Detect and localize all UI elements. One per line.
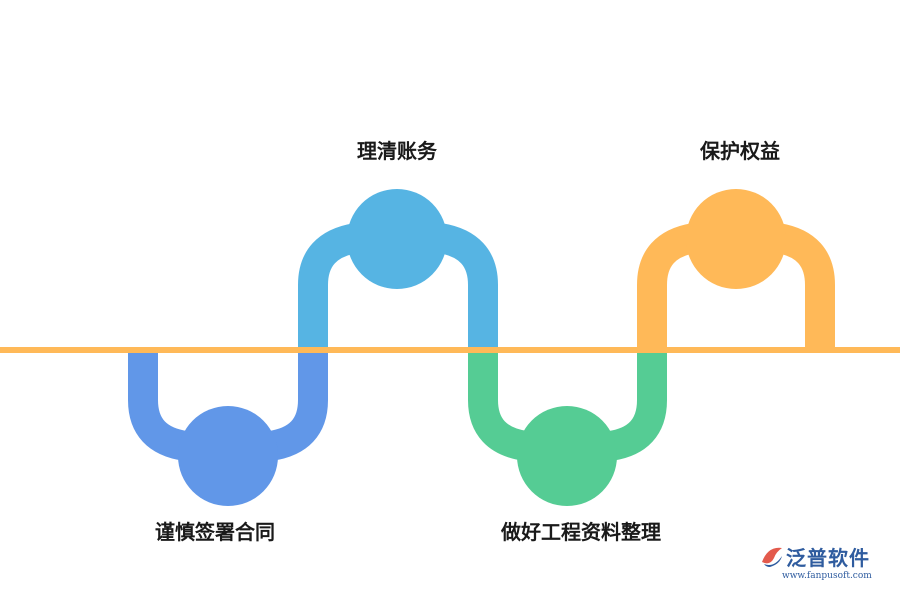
step-4-label: 保护权益 <box>699 139 780 163</box>
step-1-label: 谨慎签署合同 <box>155 520 275 544</box>
step-1-circle <box>178 406 278 506</box>
step-2-connector <box>298 223 498 352</box>
step-2-circle <box>347 189 447 289</box>
brand-url: www.fanpusoft.com <box>782 571 872 581</box>
brand-watermark: 泛普软件 www.fanpusoft.com <box>758 542 888 592</box>
step-4-connector <box>637 223 835 352</box>
step-4: 保护权益 <box>637 139 835 352</box>
step-3-circle <box>517 406 617 506</box>
step-3-label: 做好工程资料整理 <box>500 520 661 544</box>
brand-name: 泛普软件 <box>786 546 870 570</box>
step-4-circle <box>686 189 786 289</box>
fanpusoft-logo-icon <box>762 547 782 567</box>
step-1-connector <box>128 352 328 461</box>
step-3-connector <box>468 352 667 461</box>
step-2: 理清账务 <box>298 139 498 352</box>
step-3: 做好工程资料整理 <box>468 352 667 544</box>
step-1: 谨慎签署合同 <box>128 352 328 544</box>
baseline <box>0 347 900 353</box>
step-2-label: 理清账务 <box>357 139 438 163</box>
